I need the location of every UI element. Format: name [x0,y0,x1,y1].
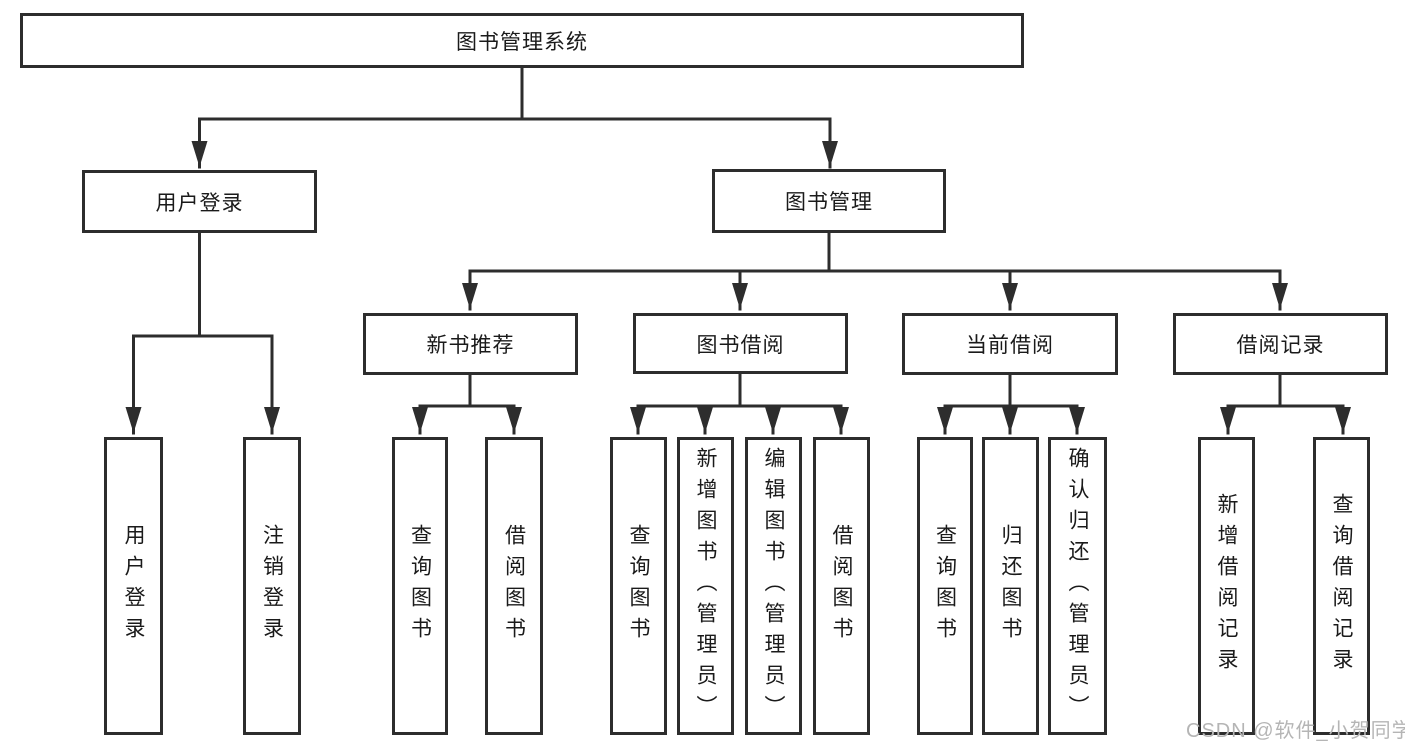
leaf-nb-query-books: 查询图书 [392,437,448,735]
node-label: 查询借阅记录 [1330,493,1353,679]
leaf-br-query-record: 查询借阅记录 [1313,437,1370,735]
leaf-bb-borrow-books: 借阅图书 [813,437,870,735]
leaf-bb-query-books: 查询图书 [610,437,667,735]
node-root: 图书管理系统 [20,13,1024,68]
node-label: 归还图书 [999,524,1022,648]
node-label: 图书借阅 [696,333,785,357]
node-label: 借阅记录 [1236,334,1325,357]
node-label: 用户登录 [122,524,145,648]
leaf-logout: 注销登录 [243,437,301,735]
node-label: 借阅图书 [502,524,526,648]
node-borrowing-records: 借阅记录 [1173,313,1388,375]
leaf-bb-edit-books-admin: 编辑图书（管理员） [745,437,802,735]
leaf-bb-add-books-admin: 新增图书（管理员） [677,437,734,735]
node-label: 编辑图书（管理员） [762,446,785,726]
node-label: 新增图书（管理员） [694,446,717,726]
leaf-cb-return-books: 归还图书 [982,437,1039,735]
node-label: 图书管理系统 [456,30,588,54]
node-label: 图书管理 [785,191,873,214]
watermark: CSDN @软件_小贺同学 [1186,720,1405,742]
node-label: 查询图书 [408,524,432,648]
leaf-cb-confirm-return-admin: 确认归还（管理员） [1048,437,1107,735]
leaf-nb-borrow-books: 借阅图书 [485,437,543,735]
node-current-borrowing: 当前借阅 [902,313,1118,375]
node-label: 用户登录 [155,191,244,215]
node-label: 新增借阅记录 [1215,493,1238,679]
node-label: 查询图书 [627,524,650,648]
node-label: 当前借阅 [966,334,1054,357]
node-label: 确认归还（管理员） [1066,446,1089,726]
node-label: 新书推荐 [426,334,515,357]
node-user-login: 用户登录 [82,170,317,233]
leaf-cb-query-books: 查询图书 [917,437,973,735]
node-label: 查询图书 [933,524,957,648]
node-book-management: 图书管理 [712,169,946,233]
node-label: 借阅图书 [830,524,853,648]
node-new-book-recommend: 新书推荐 [363,313,578,375]
node-label: 注销登录 [260,524,284,648]
leaf-br-add-record: 新增借阅记录 [1198,437,1255,735]
leaf-user-login: 用户登录 [104,437,163,735]
node-book-borrowing: 图书借阅 [633,313,848,374]
